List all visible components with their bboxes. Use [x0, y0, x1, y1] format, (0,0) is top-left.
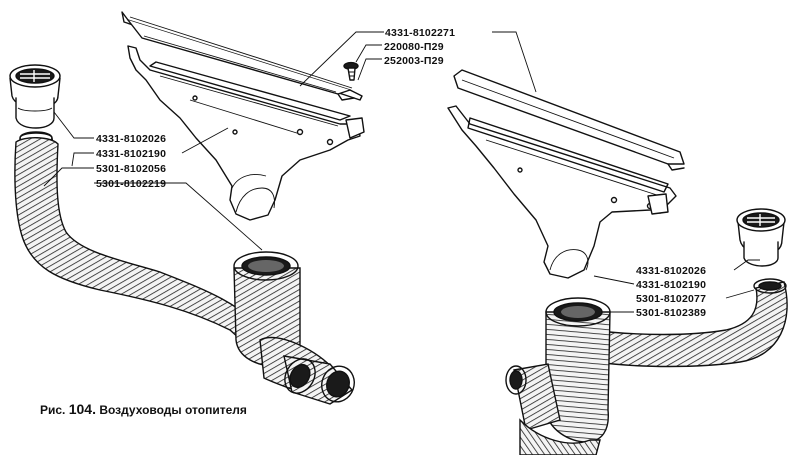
- part-labels: 4331-8102271 220080-П29 252003-П29 4331-…: [96, 27, 706, 319]
- caption-text: Воздуховоды отопителя: [99, 403, 247, 417]
- label-left-4331-8102190: 4331-8102190: [96, 148, 166, 160]
- label-4331-8102271: 4331-8102271: [385, 27, 455, 39]
- label-right-4331-8102190: 4331-8102190: [636, 279, 706, 291]
- caption-number: 104.: [69, 401, 96, 417]
- figure-caption: Рис. 104. Воздуховоды отопителя: [40, 401, 247, 417]
- left-corrugated-hose: [14, 137, 355, 405]
- screw-icon: [343, 61, 359, 81]
- label-right-5301-8102077: 5301-8102077: [636, 293, 706, 305]
- label-left-5301-8102056: 5301-8102056: [96, 163, 166, 175]
- label-right-5301-8102389: 5301-8102389: [636, 307, 706, 319]
- label-252003-p29: 252003-П29: [384, 55, 444, 67]
- caption-prefix: Рис.: [40, 403, 65, 417]
- right-corrugated-hose: [505, 278, 788, 455]
- label-left-4331-8102026: 4331-8102026: [96, 133, 166, 145]
- right-defroster-nozzle: [447, 105, 677, 279]
- label-220080-p29: 220080-П29: [384, 41, 444, 53]
- right-top-rail: [453, 69, 685, 171]
- left-defroster-nozzle: [127, 45, 365, 221]
- leader-lines: [43, 31, 760, 313]
- label-left-5301-8102219: 5301-8102219: [96, 178, 166, 190]
- right-vent-grille: [736, 208, 786, 267]
- label-right-4331-8102026: 4331-8102026: [636, 265, 706, 277]
- left-vent-grille: [9, 64, 61, 129]
